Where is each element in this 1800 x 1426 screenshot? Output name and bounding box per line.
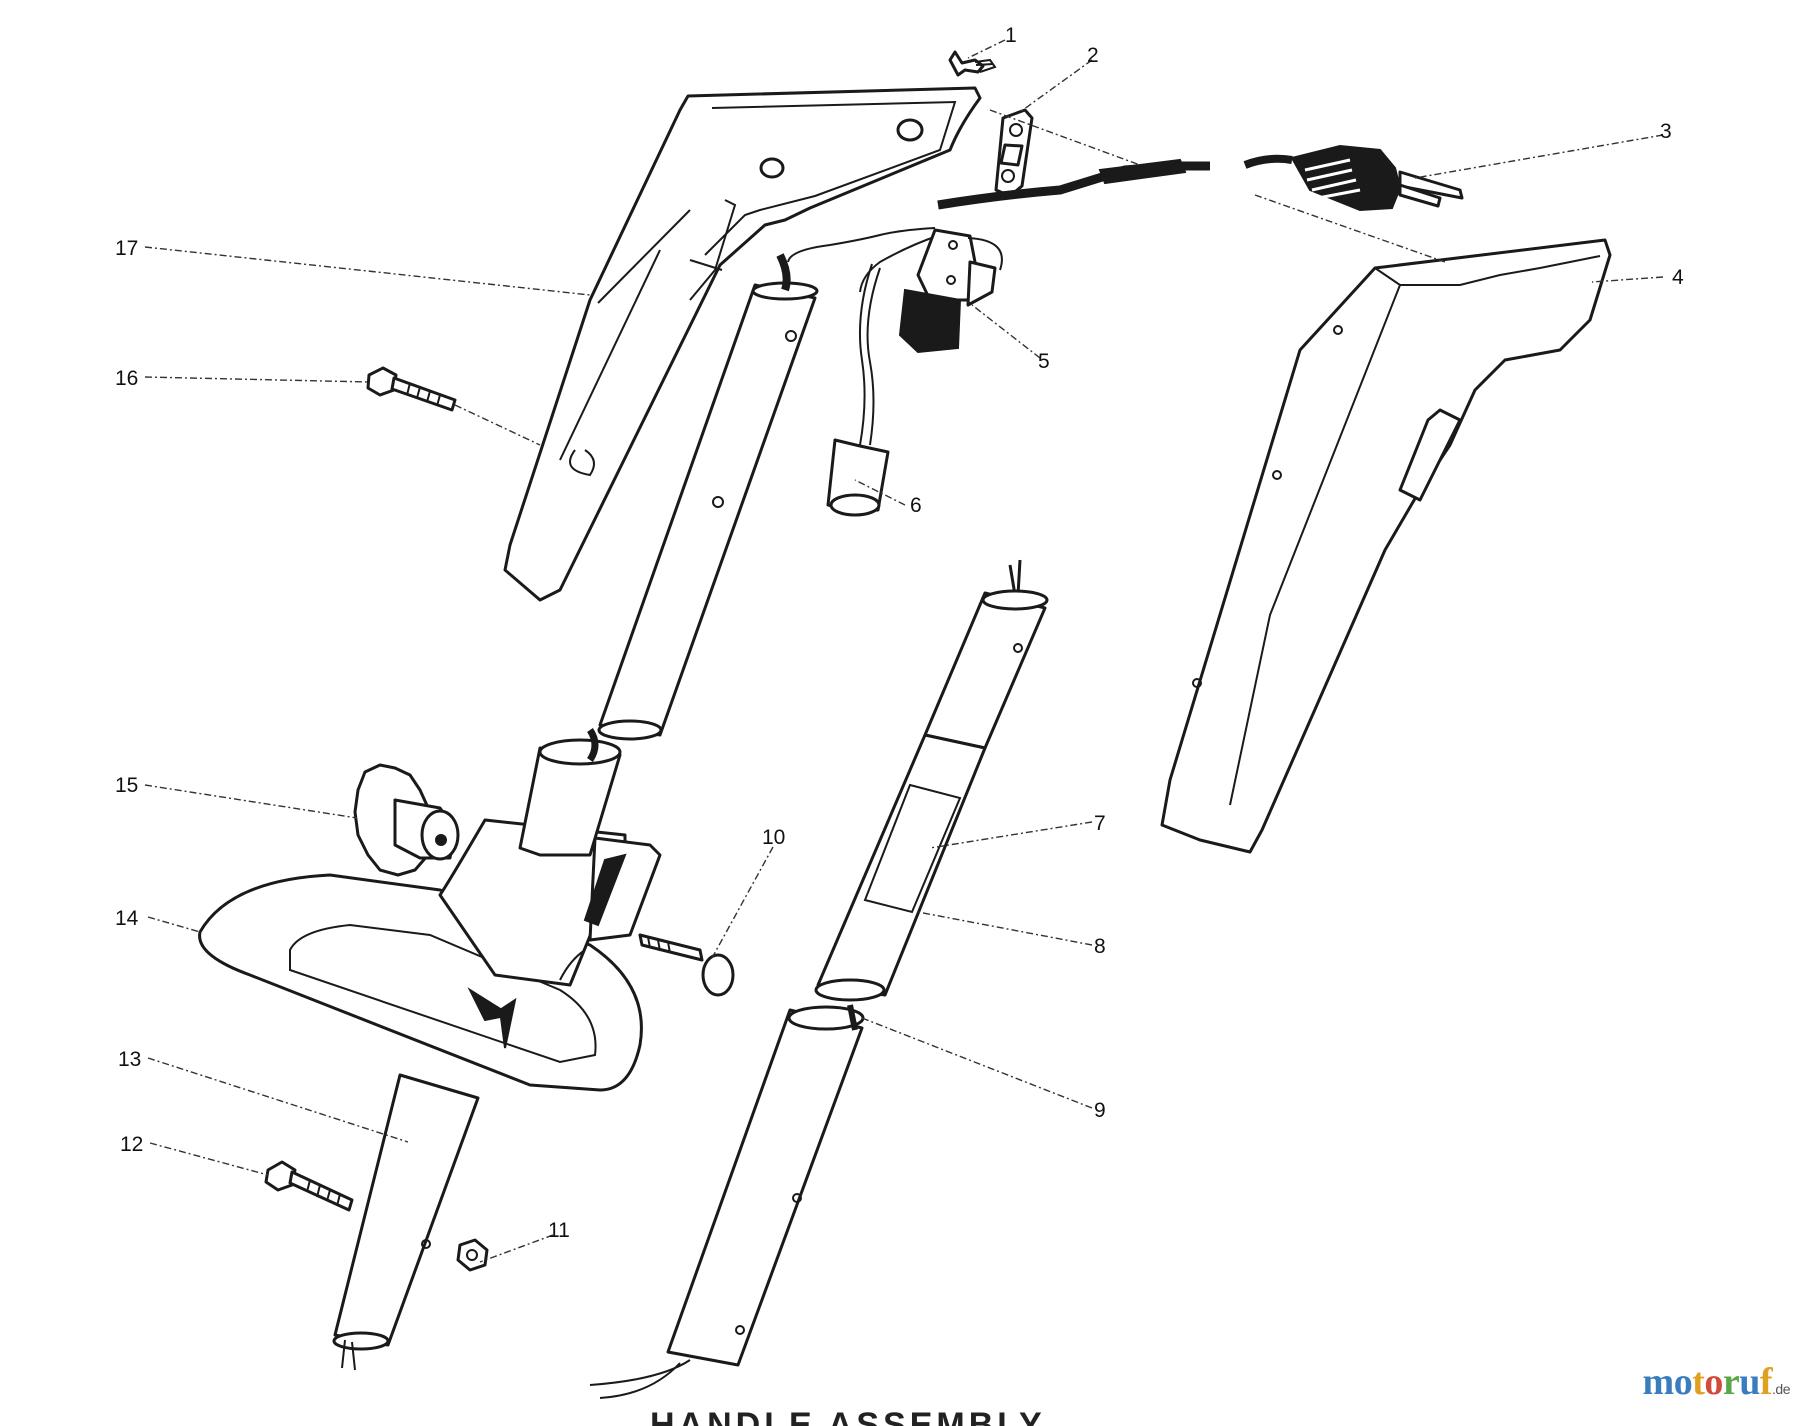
bolt-part-12 (264, 1160, 354, 1212)
callout-labels: 1 2 3 4 5 6 7 8 9 10 11 12 13 14 15 16 1… (115, 24, 1684, 1242)
bottom-tube-part-9 (589, 1004, 865, 1399)
bottom-title-text: HANDLE ASSEMBLY (650, 1410, 1170, 1426)
callout-9: 9 (1094, 1099, 1106, 1122)
callout-2: 2 (1087, 44, 1099, 67)
bottom-title-clipped: HANDLE ASSEMBLY (650, 1410, 1170, 1426)
logo-letter: m (1642, 1361, 1675, 1403)
switch-plate-part-2 (994, 108, 1034, 198)
logo-tld: .de (1772, 1381, 1790, 1397)
logo-letter: o (1673, 1361, 1693, 1403)
callout-15: 15 (115, 774, 138, 797)
lower-tube-sleeve (814, 559, 1049, 1002)
logo-letter: f (1759, 1361, 1773, 1403)
leader-lines (144, 39, 1664, 1263)
callout-12: 12 (120, 1133, 143, 1156)
callout-10: 10 (762, 826, 785, 849)
logo-letter: u (1739, 1361, 1760, 1403)
callout-4: 4 (1672, 266, 1684, 289)
callout-17: 17 (115, 237, 138, 260)
callout-11: 11 (548, 1219, 570, 1242)
nut-part-11 (456, 1238, 489, 1272)
lower-shaft-part-13 (332, 1073, 480, 1371)
wire-connector-part-6 (826, 263, 890, 517)
right-handle-half (1160, 238, 1612, 854)
callout-5: 5 (1038, 350, 1050, 373)
callout-1: 1 (1005, 24, 1017, 47)
knob-part-15 (353, 763, 460, 877)
left-handle-half (503, 86, 982, 602)
logo-letter: r (1722, 1361, 1740, 1403)
callout-8: 8 (1094, 935, 1106, 958)
loop-handle-part-14 (198, 728, 662, 1092)
logo-letter: t (1692, 1361, 1705, 1403)
switch-part-5 (787, 227, 1003, 354)
callout-7: 7 (1094, 812, 1106, 835)
callout-16: 16 (115, 367, 138, 390)
callout-6: 6 (910, 494, 922, 517)
screw-part-16 (366, 366, 457, 412)
screw-part-1 (948, 50, 997, 77)
logo-letter: o (1704, 1361, 1723, 1403)
callout-14: 14 (115, 907, 139, 930)
motoruf-watermark-logo: motoruf.de (1642, 1360, 1791, 1404)
upper-tube (597, 253, 819, 741)
callout-3: 3 (1660, 120, 1672, 143)
carriage-bolt-part-10 (638, 933, 735, 997)
cord-plug-part-3 (937, 144, 1464, 212)
callout-13: 13 (118, 1048, 141, 1071)
